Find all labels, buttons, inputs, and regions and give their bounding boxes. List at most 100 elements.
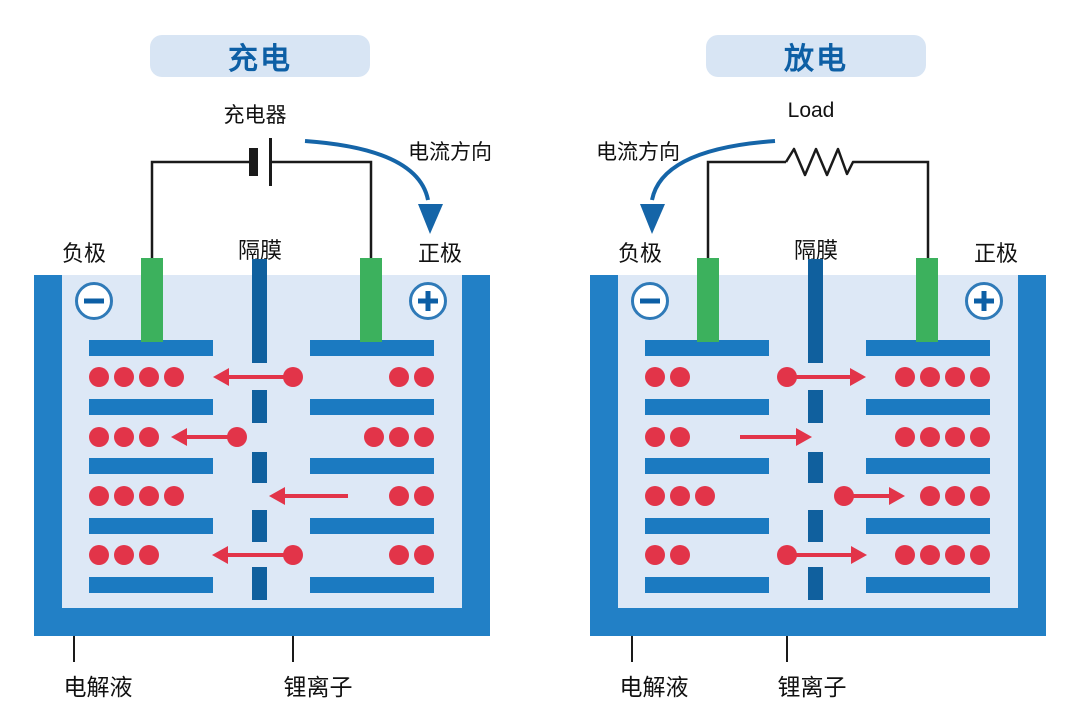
electrode-layer (89, 340, 213, 356)
ion-group-right (895, 427, 990, 447)
lithium-ion-dot (389, 486, 409, 506)
electrode-tab-negative (141, 258, 163, 342)
electrode-layer (310, 458, 434, 474)
lithium-ion-dot-moving (283, 367, 303, 387)
lithium-ion-dot (645, 545, 665, 565)
electrolyte-label: 电解液 (63, 674, 133, 700)
ion-flow-arrow (226, 553, 293, 557)
lithium-ion-dot (970, 427, 990, 447)
ion-flow-arrowhead (850, 368, 866, 386)
lithium-ion-dot (945, 367, 965, 387)
lithium-ion-dot (114, 486, 134, 506)
ion-flow-arrowhead (851, 546, 867, 564)
electrode-layer (866, 577, 990, 593)
ion-group-left (645, 545, 690, 565)
ion-group-right (389, 486, 434, 506)
lithium-ion-dot-moving (777, 367, 797, 387)
ion-group-right (364, 427, 434, 447)
electrode-layer (310, 399, 434, 415)
lithium-ion-dot (389, 545, 409, 565)
battery-icon (249, 138, 272, 186)
electrode-layer (89, 399, 213, 415)
ion-flow-arrowhead (796, 428, 812, 446)
lithium-ion-dot (364, 427, 384, 447)
separator-segment (808, 510, 823, 542)
electrode-tab-positive (360, 258, 382, 342)
charge-title-pill: 充电 (150, 35, 370, 77)
resistor-icon (784, 147, 860, 177)
ion-group-left (89, 427, 159, 447)
ion-flow-arrowhead (213, 368, 229, 386)
discharge-panel: 放电 Load 电流方向 负极 隔膜 正极 (590, 0, 1046, 720)
battery-cell (590, 0, 1046, 720)
minus-icon (631, 282, 669, 320)
lithium-ion-dot (414, 427, 434, 447)
positive-electrode-label: 正极 (973, 241, 1019, 266)
lithium-ion-dot (414, 486, 434, 506)
lithium-ion-dot (895, 367, 915, 387)
lithium-ion-dot (970, 545, 990, 565)
charge-title: 充电 (228, 43, 292, 76)
lithium-ion-dot (670, 545, 690, 565)
discharge-title-pill: 放电 (706, 35, 926, 77)
lithium-ion-dot-moving (777, 545, 797, 565)
lithium-ion-dot (970, 486, 990, 506)
ion-group-left (89, 367, 184, 387)
current-direction-label: 电流方向 (596, 141, 680, 164)
electrode-layer (866, 399, 990, 415)
positive-electrode-label: 正极 (417, 241, 463, 266)
lithium-ion-dot (945, 486, 965, 506)
ion-group-left (645, 367, 690, 387)
lithium-ion-dot (89, 545, 109, 565)
lithium-ion-dot (114, 545, 134, 565)
electrode-layer (866, 458, 990, 474)
lithium-ion-dot (164, 367, 184, 387)
electrode-layer (310, 518, 434, 534)
lithium-ion-dot (139, 367, 159, 387)
lithium-ion-dot (670, 367, 690, 387)
ion-flow-arrowhead (212, 546, 228, 564)
lithium-ion-dot (920, 427, 940, 447)
lithium-ion-dot (164, 486, 184, 506)
ion-group-left (89, 486, 184, 506)
electrode-layer (89, 577, 213, 593)
lithium-ion-label: 锂离子 (283, 674, 353, 700)
lithium-ion-dot (414, 545, 434, 565)
container-wall-bottom (590, 608, 1046, 636)
lithium-ion-dot (945, 427, 965, 447)
separator-segment (252, 390, 267, 423)
container-wall-left (590, 275, 618, 636)
electrode-layer (645, 399, 769, 415)
lithium-ion-dot (970, 367, 990, 387)
separator-segment (252, 510, 267, 542)
lithium-ion-dot (389, 367, 409, 387)
lithium-ion-label: 锂离子 (777, 674, 847, 700)
container-wall-bottom (34, 608, 490, 636)
lithium-ion-dot (89, 367, 109, 387)
lithium-ion-dot (920, 545, 940, 565)
separator-label: 隔膜 (237, 238, 283, 263)
circuit-wire (706, 160, 930, 258)
electrode-layer (866, 518, 990, 534)
lithium-ion-dot (89, 486, 109, 506)
lithium-ion-dot (670, 486, 690, 506)
battery-cell (34, 0, 490, 720)
lithium-ion-dot (695, 486, 715, 506)
ion-flow-arrowhead (171, 428, 187, 446)
minus-icon (75, 282, 113, 320)
container-wall-left (34, 275, 62, 636)
negative-electrode-label: 负极 (61, 241, 107, 266)
lithium-ion-dot (389, 427, 409, 447)
electrode-layer (645, 458, 769, 474)
current-direction-arrow-icon (640, 139, 776, 234)
separator-segment (252, 452, 267, 483)
discharge-title: 放电 (784, 43, 848, 76)
electrode-layer (89, 458, 213, 474)
lithium-ion-dot (645, 486, 665, 506)
electrode-layer (866, 340, 990, 356)
ion-group-left (645, 486, 715, 506)
electrode-tab-positive (916, 258, 938, 342)
ion-flow-arrow (787, 375, 852, 379)
lithium-ion-dot (139, 545, 159, 565)
